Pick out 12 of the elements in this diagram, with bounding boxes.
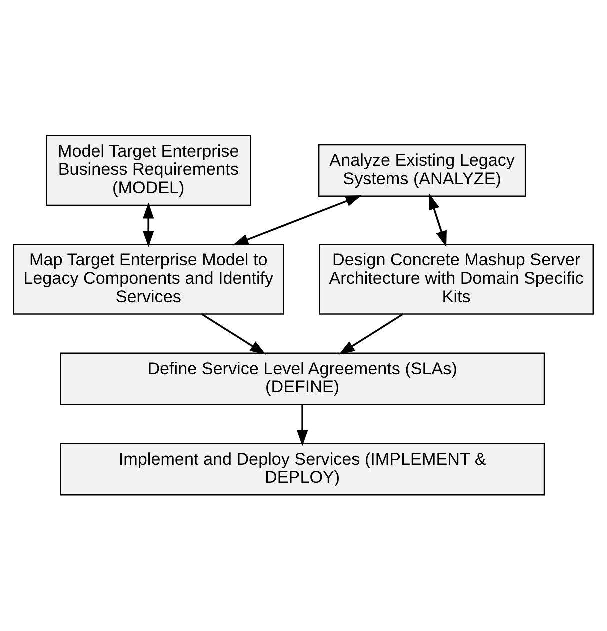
node-box: Map Target Enterprise Model to Legacy Components and Identify Services	[13, 244, 284, 315]
node-box: Analyze Existing Legacy Systems (ANALYZE)	[318, 144, 526, 197]
arrow	[428, 194, 447, 248]
arrow	[143, 202, 154, 248]
node-box: Implement and Deploy Services (IMPLEMENT & DEPLOY)	[60, 443, 546, 496]
arrow	[202, 314, 266, 355]
node-box: Model Target Enterprise Business Requirements (MODEL)	[46, 135, 252, 206]
arrow	[232, 195, 362, 246]
node-box: Define Service Level Agreements (SLAs) (DEFINE)	[60, 352, 546, 406]
arrow	[297, 404, 308, 446]
arrow	[339, 314, 404, 355]
node-box: Design Concrete Mashup Server Architecture with Domain Specific Kits	[319, 244, 594, 315]
